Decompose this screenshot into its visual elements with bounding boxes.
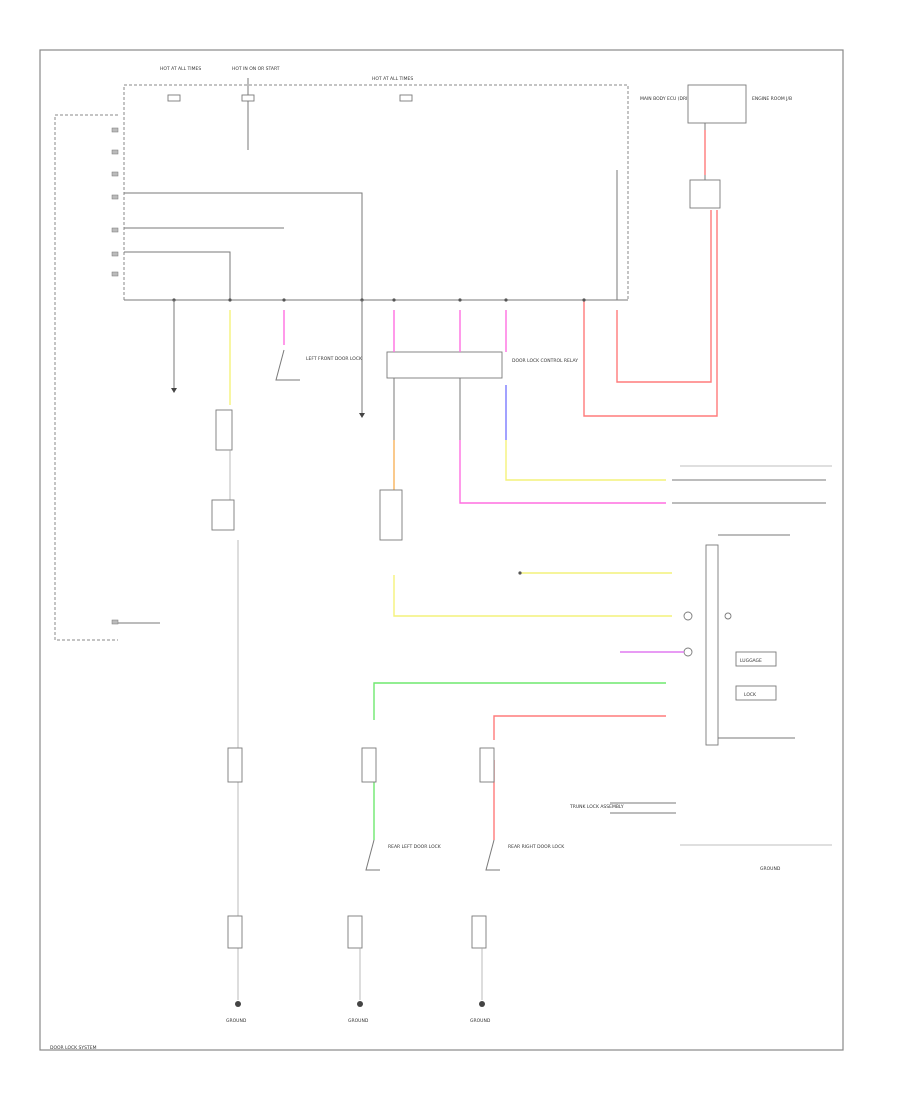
- relay-top-right: [687, 84, 747, 209]
- main-ecu-module: [123, 78, 629, 301]
- wire-yellow-right: [505, 440, 666, 481]
- ground-right-icon: [479, 1001, 485, 1007]
- switch-middle: [365, 839, 380, 871]
- switch-left-1: [211, 499, 235, 531]
- fuse-label-b: HOT IN ON OR START: [232, 66, 280, 72]
- fuse-label-c: HOT AT ALL TIMES: [372, 76, 413, 82]
- ground-left-icon: [235, 1001, 241, 1007]
- combination-switch-assembly: [683, 534, 795, 746]
- wire-red-bottom: [493, 715, 666, 740]
- trunk-lock-label: TRUNK LOCK ASSEMBLY: [569, 804, 624, 810]
- ecu-main-label: MAIN BODY ECU (DRIVER SIDE J/B): [640, 96, 718, 102]
- engine-room-jb-label: ENGINE ROOM J/B: [752, 96, 792, 102]
- connector-middle-3: [347, 915, 363, 949]
- footnote: DOOR LOCK SYSTEM: [50, 1045, 97, 1051]
- wire-red-a: [616, 210, 712, 383]
- left-module-boundary: [54, 114, 118, 641]
- switch-col2: [275, 349, 300, 381]
- rear-right-label: REAR RIGHT DOOR LOCK: [508, 844, 565, 850]
- connector-left-3: [227, 915, 243, 949]
- arrow-down-icon: [171, 388, 177, 393]
- module-terminal-dots: [172, 298, 586, 302]
- lock-label: LOCK: [744, 692, 757, 698]
- ground-3-label: GROUND: [470, 1018, 491, 1024]
- wire-pink-right: [459, 440, 666, 504]
- door-lock-control-label: DOOR LOCK CONTROL RELAY: [512, 358, 578, 364]
- switch-right: [485, 839, 500, 871]
- left-front-door-label: LEFT FRONT DOOR LOCK: [306, 356, 363, 362]
- ground-1-label: GROUND: [226, 1018, 247, 1024]
- arrow-down-icon-2: [359, 413, 365, 418]
- diagram-frame: [39, 49, 844, 1051]
- connector-right-3: [471, 915, 487, 949]
- ground-2-label: GROUND: [348, 1018, 369, 1024]
- connector-left-2: [227, 747, 243, 783]
- left-connector-pins: [111, 127, 119, 625]
- connector-left-1: [215, 409, 233, 451]
- ground-4-label: GROUND: [760, 866, 781, 872]
- wire-green-top: [373, 682, 666, 720]
- luggage-label: LUGGAGE: [740, 658, 762, 664]
- fuse-label-a: HOT AT ALL TIMES: [160, 66, 201, 72]
- wire-red-b: [583, 210, 718, 417]
- ground-middle-icon: [357, 1001, 363, 1007]
- connector-right-2: [479, 747, 495, 783]
- door-lock-control-relay: [386, 351, 503, 379]
- rear-left-label: REAR LEFT DOOR LOCK: [388, 844, 442, 850]
- door-lock-motor-center: [379, 489, 403, 541]
- connector-middle-2: [361, 747, 377, 783]
- wire-yellow-bottom: [393, 575, 672, 617]
